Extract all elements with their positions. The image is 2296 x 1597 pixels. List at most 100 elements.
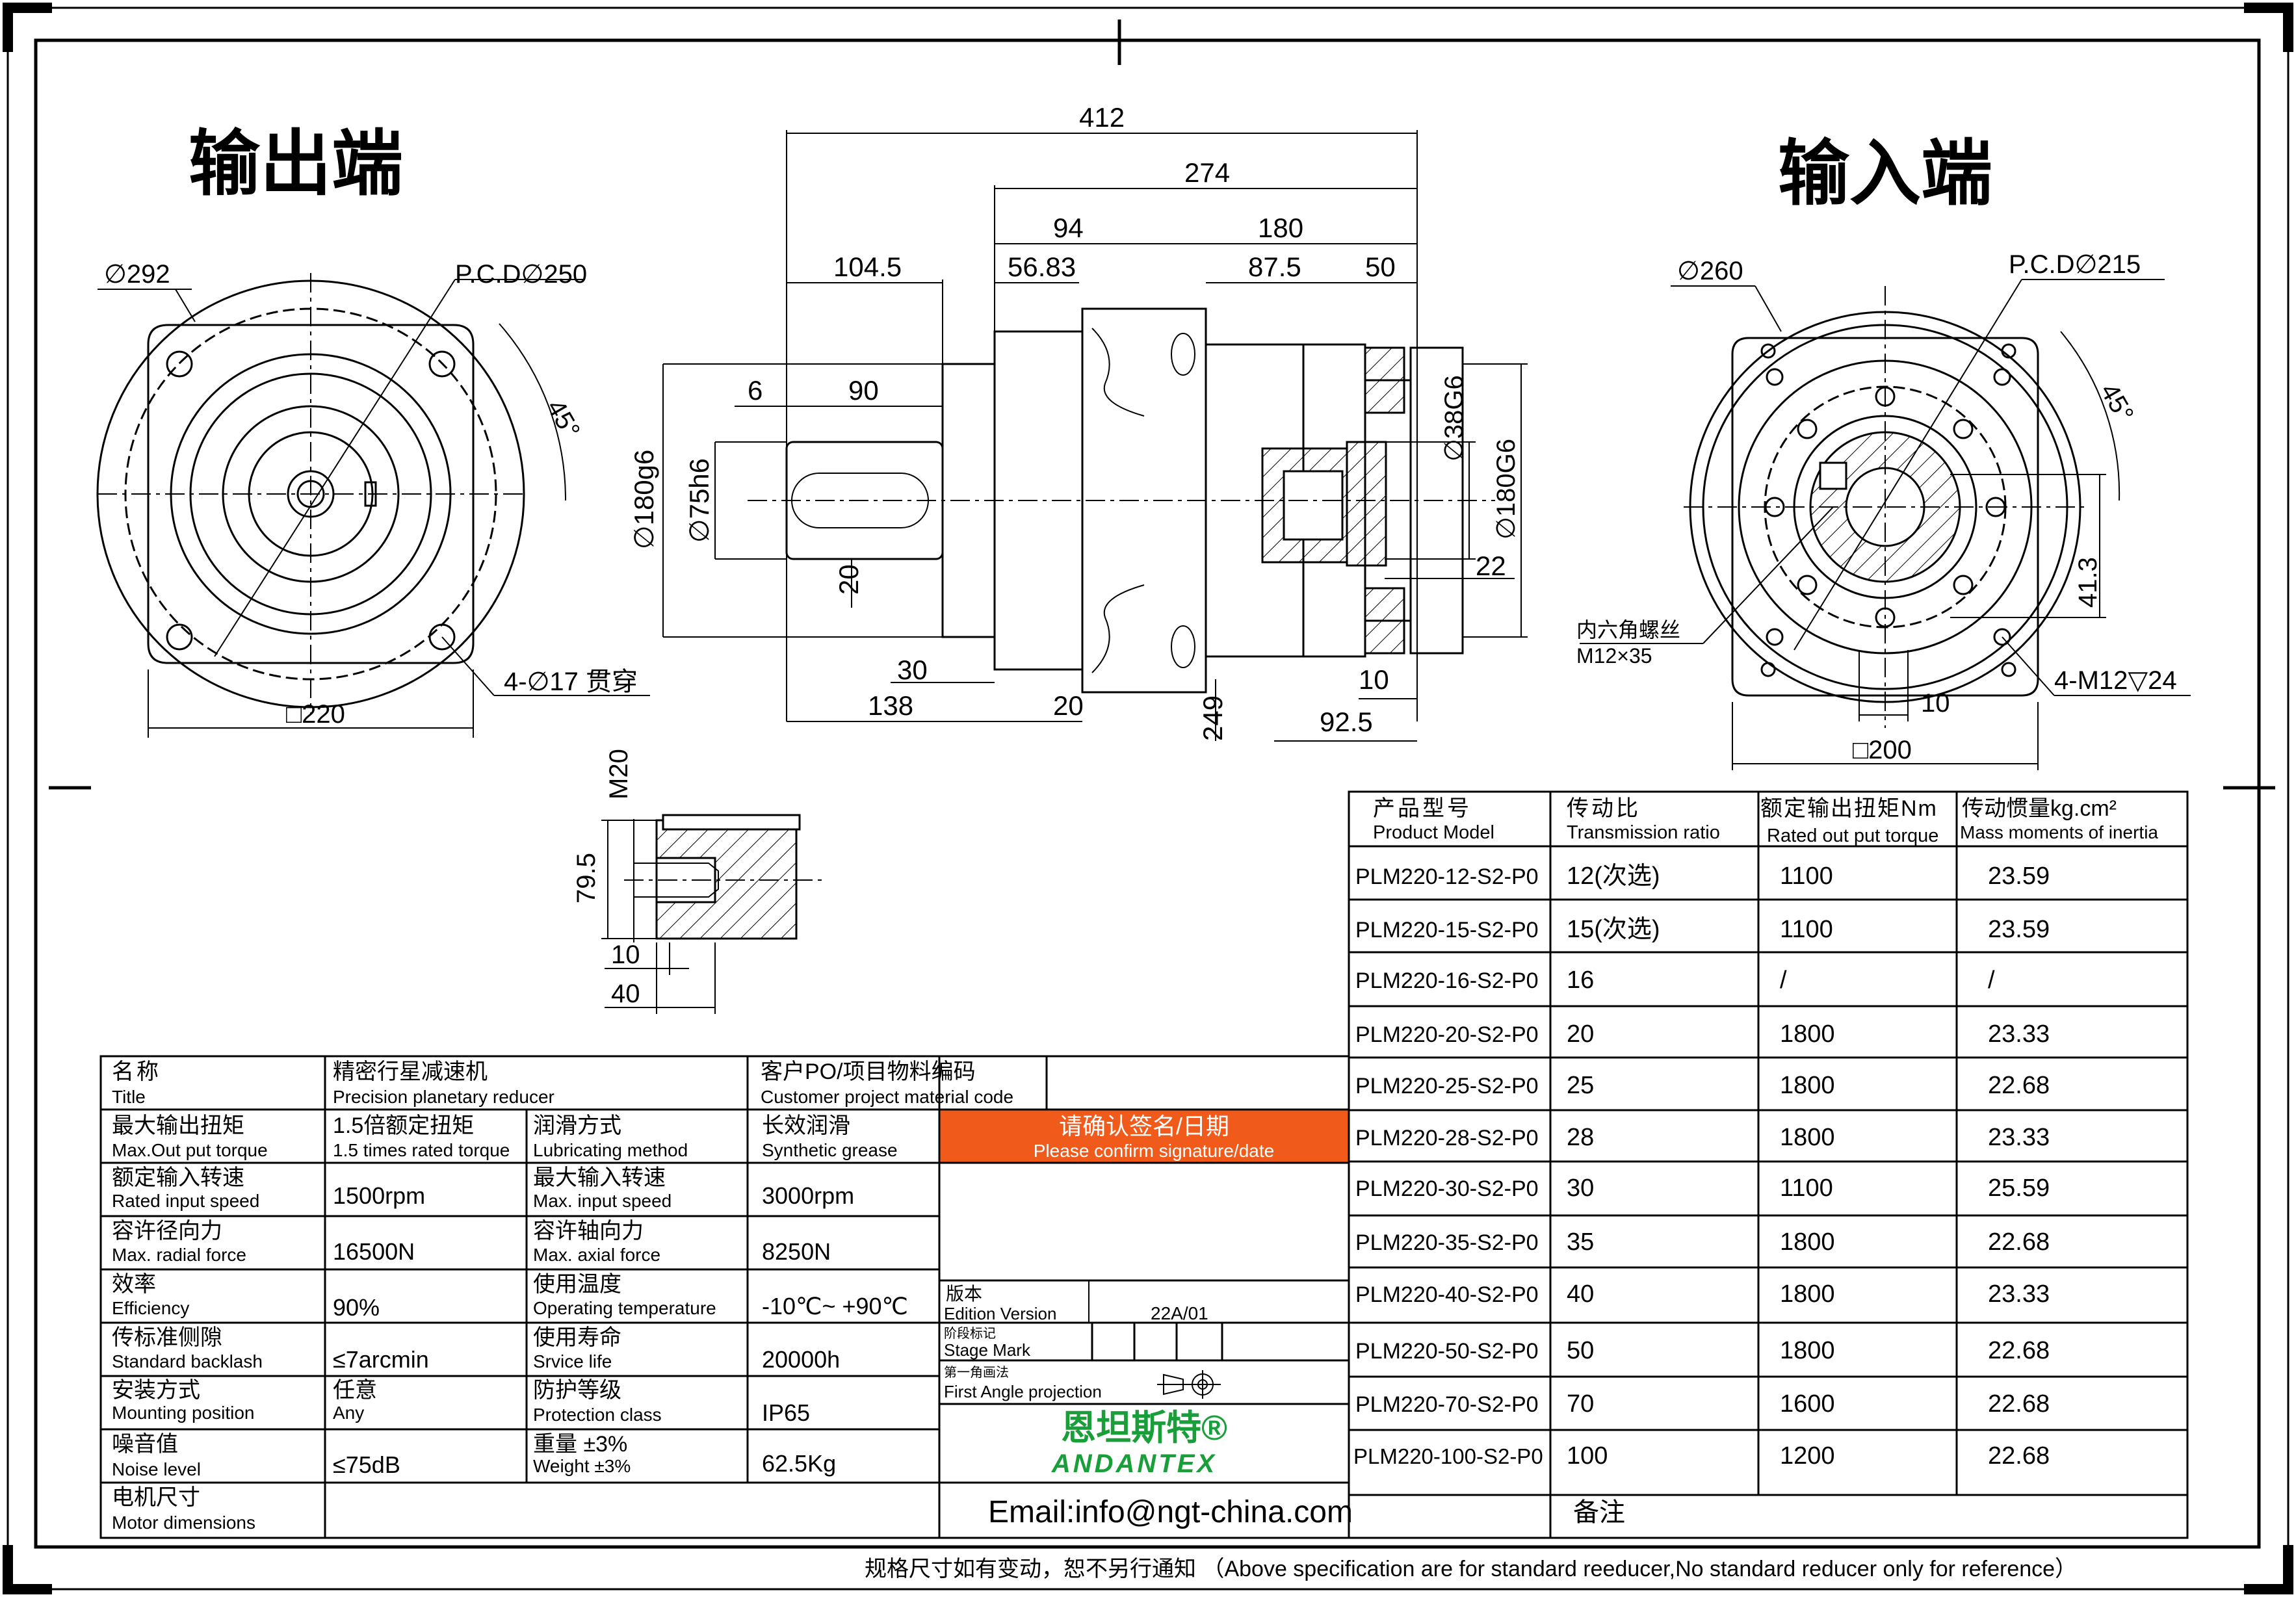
- spec-value2: -10℃~ +90℃: [762, 1293, 908, 1319]
- spec-label-cn: 容许径向力: [112, 1219, 222, 1243]
- model-header-inertia-en: Mass moments of inertia: [1960, 822, 2158, 842]
- side-dim-94: 94: [1053, 213, 1084, 243]
- spec-value2: 8250N: [762, 1238, 831, 1265]
- model-cell-ratio: 70: [1567, 1390, 1594, 1418]
- stage-en: Stage Mark: [944, 1340, 1031, 1360]
- projection-en: First Angle projection: [944, 1382, 1102, 1401]
- spec-value2: 3000rpm: [762, 1182, 854, 1209]
- spec-label2-en: Operating temperature: [533, 1298, 716, 1318]
- model-cell-inertia: 22.68: [1988, 1228, 2050, 1256]
- model-cell-torque: /: [1780, 967, 1787, 994]
- spec-value: ≤75dB: [333, 1451, 400, 1478]
- spec-row: 安装方式 Mounting position 任意 Any 防护等级 Prote…: [112, 1378, 810, 1426]
- spec-value-cn: 1.5倍额定扭矩: [333, 1113, 474, 1138]
- rear-dim-41-3: 41.3: [2074, 557, 2102, 608]
- spec-value: 90%: [333, 1294, 380, 1321]
- side-dim-body: 274: [1184, 157, 1230, 188]
- spec-label2-cn: 重量 ±3%: [533, 1432, 627, 1457]
- side-dim-90: 90: [848, 375, 879, 406]
- model-table-row: PLM220-30-S2-P0 30 1100 25.59: [1355, 1175, 2050, 1202]
- brand-en: ANDANTEX: [1051, 1449, 1217, 1478]
- spec-label2-en: Lubricating method: [533, 1140, 688, 1160]
- projection-cn: 第一角画法: [944, 1365, 1009, 1380]
- side-view: [662, 130, 1528, 742]
- side-dim-10: 10: [1359, 664, 1389, 695]
- spec-label2-en: Weight ±3%: [533, 1456, 631, 1476]
- model-table-row: PLM220-15-S2-P0 15(次选) 1100 23.59: [1355, 916, 2050, 943]
- model-cell-model: PLM220-16-S2-P0: [1355, 968, 1539, 993]
- rear-dim-10: 10: [1921, 689, 1950, 718]
- spec-label-en: Mounting position: [112, 1403, 254, 1423]
- spec-label2-en: Protection class: [533, 1405, 662, 1425]
- spec-value: 1500rpm: [333, 1182, 425, 1209]
- spec-label-en: Standard backlash: [112, 1351, 263, 1371]
- side-dim-138: 138: [868, 690, 913, 721]
- model-cell-inertia: 22.68: [1988, 1072, 2050, 1099]
- model-table-row: PLM220-70-S2-P0 70 1600 22.68: [1355, 1390, 2050, 1418]
- spec-value: 16500N: [333, 1238, 415, 1265]
- input-end-view: [1580, 279, 2191, 770]
- spec-customer-cn: 客户PO/项目物料编码: [761, 1059, 976, 1084]
- spec-value: ≤7arcmin: [333, 1346, 429, 1373]
- model-header-torque-cn: 额定输出扭矩Nm: [1760, 796, 1938, 821]
- spec-label-en: Efficiency: [112, 1298, 189, 1318]
- model-cell-inertia: 22.68: [1988, 1337, 2050, 1364]
- side-dim-input-pilot: ∅180G6: [1492, 439, 1520, 539]
- model-header-torque-en: Rated out put torque: [1767, 825, 1938, 846]
- model-cell-torque: 1800: [1780, 1280, 1835, 1308]
- model-cell-model: PLM220-70-S2-P0: [1355, 1392, 1539, 1417]
- model-table-row: PLM220-20-S2-P0 20 1800 23.33: [1355, 1020, 2050, 1048]
- spec-title-en: Title: [112, 1087, 146, 1107]
- spec-label2-cn: 防护等级: [533, 1378, 621, 1403]
- shaft-detail-view: [601, 814, 822, 1014]
- model-cell-torque: 1800: [1780, 1337, 1835, 1364]
- model-cell-model: PLM220-100-S2-P0: [1353, 1444, 1543, 1468]
- model-cell-inertia: 22.68: [1988, 1390, 2050, 1418]
- model-table-row: PLM220-25-S2-P0 25 1800 22.68: [1355, 1072, 2050, 1099]
- rear-thread-label: 4-M12▽24: [2054, 666, 2177, 695]
- spec-row: 噪音值 Noise level ≤75dB 重量 ±3% Weight ±3% …: [112, 1432, 836, 1479]
- input-end-title: 输入端: [1778, 134, 1992, 214]
- edition-cn: 版本: [946, 1284, 982, 1304]
- footer-note: 规格尺寸如有变动，恕不另行通知 （Above specification are…: [865, 1557, 2077, 1581]
- front-dim-flange-dia: ∅292: [104, 260, 170, 289]
- rear-dim-square: □200: [1853, 736, 1912, 764]
- spec-table: 名称 Title 精密行星减速机 Precision planetary red…: [99, 1055, 1625, 1539]
- side-dim-56-83: 56.83: [1008, 252, 1076, 282]
- spec-title-cn: 名称: [112, 1059, 161, 1084]
- model-cell-torque: 1800: [1780, 1124, 1835, 1151]
- detail-dim-40: 40: [611, 980, 640, 1008]
- model-cell-torque: 1800: [1780, 1020, 1835, 1048]
- brand-cn: 恩坦斯特®: [1061, 1409, 1227, 1448]
- side-dim-249: 249: [1197, 695, 1228, 741]
- model-cell-ratio: 35: [1567, 1228, 1594, 1256]
- model-table-row: PLM220-12-S2-P0 12(次选) 1100 23.59: [1355, 863, 2050, 890]
- model-cell-ratio: 12(次选): [1567, 863, 1660, 890]
- model-cell-ratio: 20: [1567, 1020, 1594, 1048]
- side-dim-20b: 20: [1053, 690, 1084, 721]
- model-table-row: PLM220-100-S2-P0 100 1200 22.68: [1353, 1442, 2050, 1470]
- model-cell-torque: 1100: [1780, 916, 1833, 943]
- model-table-row: PLM220-40-S2-P0 40 1800 23.33: [1355, 1280, 2050, 1308]
- model-cell-model: PLM220-15-S2-P0: [1355, 918, 1539, 942]
- spec-value-en: Any: [333, 1403, 364, 1423]
- output-end-title: 输出端: [189, 124, 403, 204]
- spec-label2-en: Max. axial force: [533, 1245, 660, 1265]
- spec-label-cn: 最大输出扭矩: [112, 1113, 244, 1138]
- model-cell-model: PLM220-28-S2-P0: [1355, 1126, 1539, 1150]
- front-dim-square: □220: [286, 700, 345, 729]
- model-header-ratio-cn: 传动比: [1567, 796, 1641, 821]
- model-cell-inertia: /: [1988, 967, 1995, 994]
- model-cell-model: PLM220-35-S2-P0: [1355, 1230, 1539, 1255]
- model-cell-ratio: 16: [1567, 967, 1594, 994]
- detail-dim-m20: M20: [605, 749, 633, 799]
- model-cell-model: PLM220-30-S2-P0: [1355, 1176, 1539, 1201]
- model-cell-ratio: 15(次选): [1567, 916, 1660, 943]
- spec-motor-en: Motor dimensions: [112, 1513, 255, 1533]
- side-dim-22: 22: [1476, 551, 1506, 581]
- spec-row: 最大输出扭矩 Max.Out put torque 1.5倍额定扭矩 1.5 t…: [112, 1113, 898, 1160]
- edition-value: 22A/01: [1151, 1303, 1208, 1323]
- model-table-row: PLM220-50-S2-P0 50 1800 22.68: [1355, 1337, 2050, 1364]
- spec-value2-en: Synthetic grease: [762, 1140, 898, 1160]
